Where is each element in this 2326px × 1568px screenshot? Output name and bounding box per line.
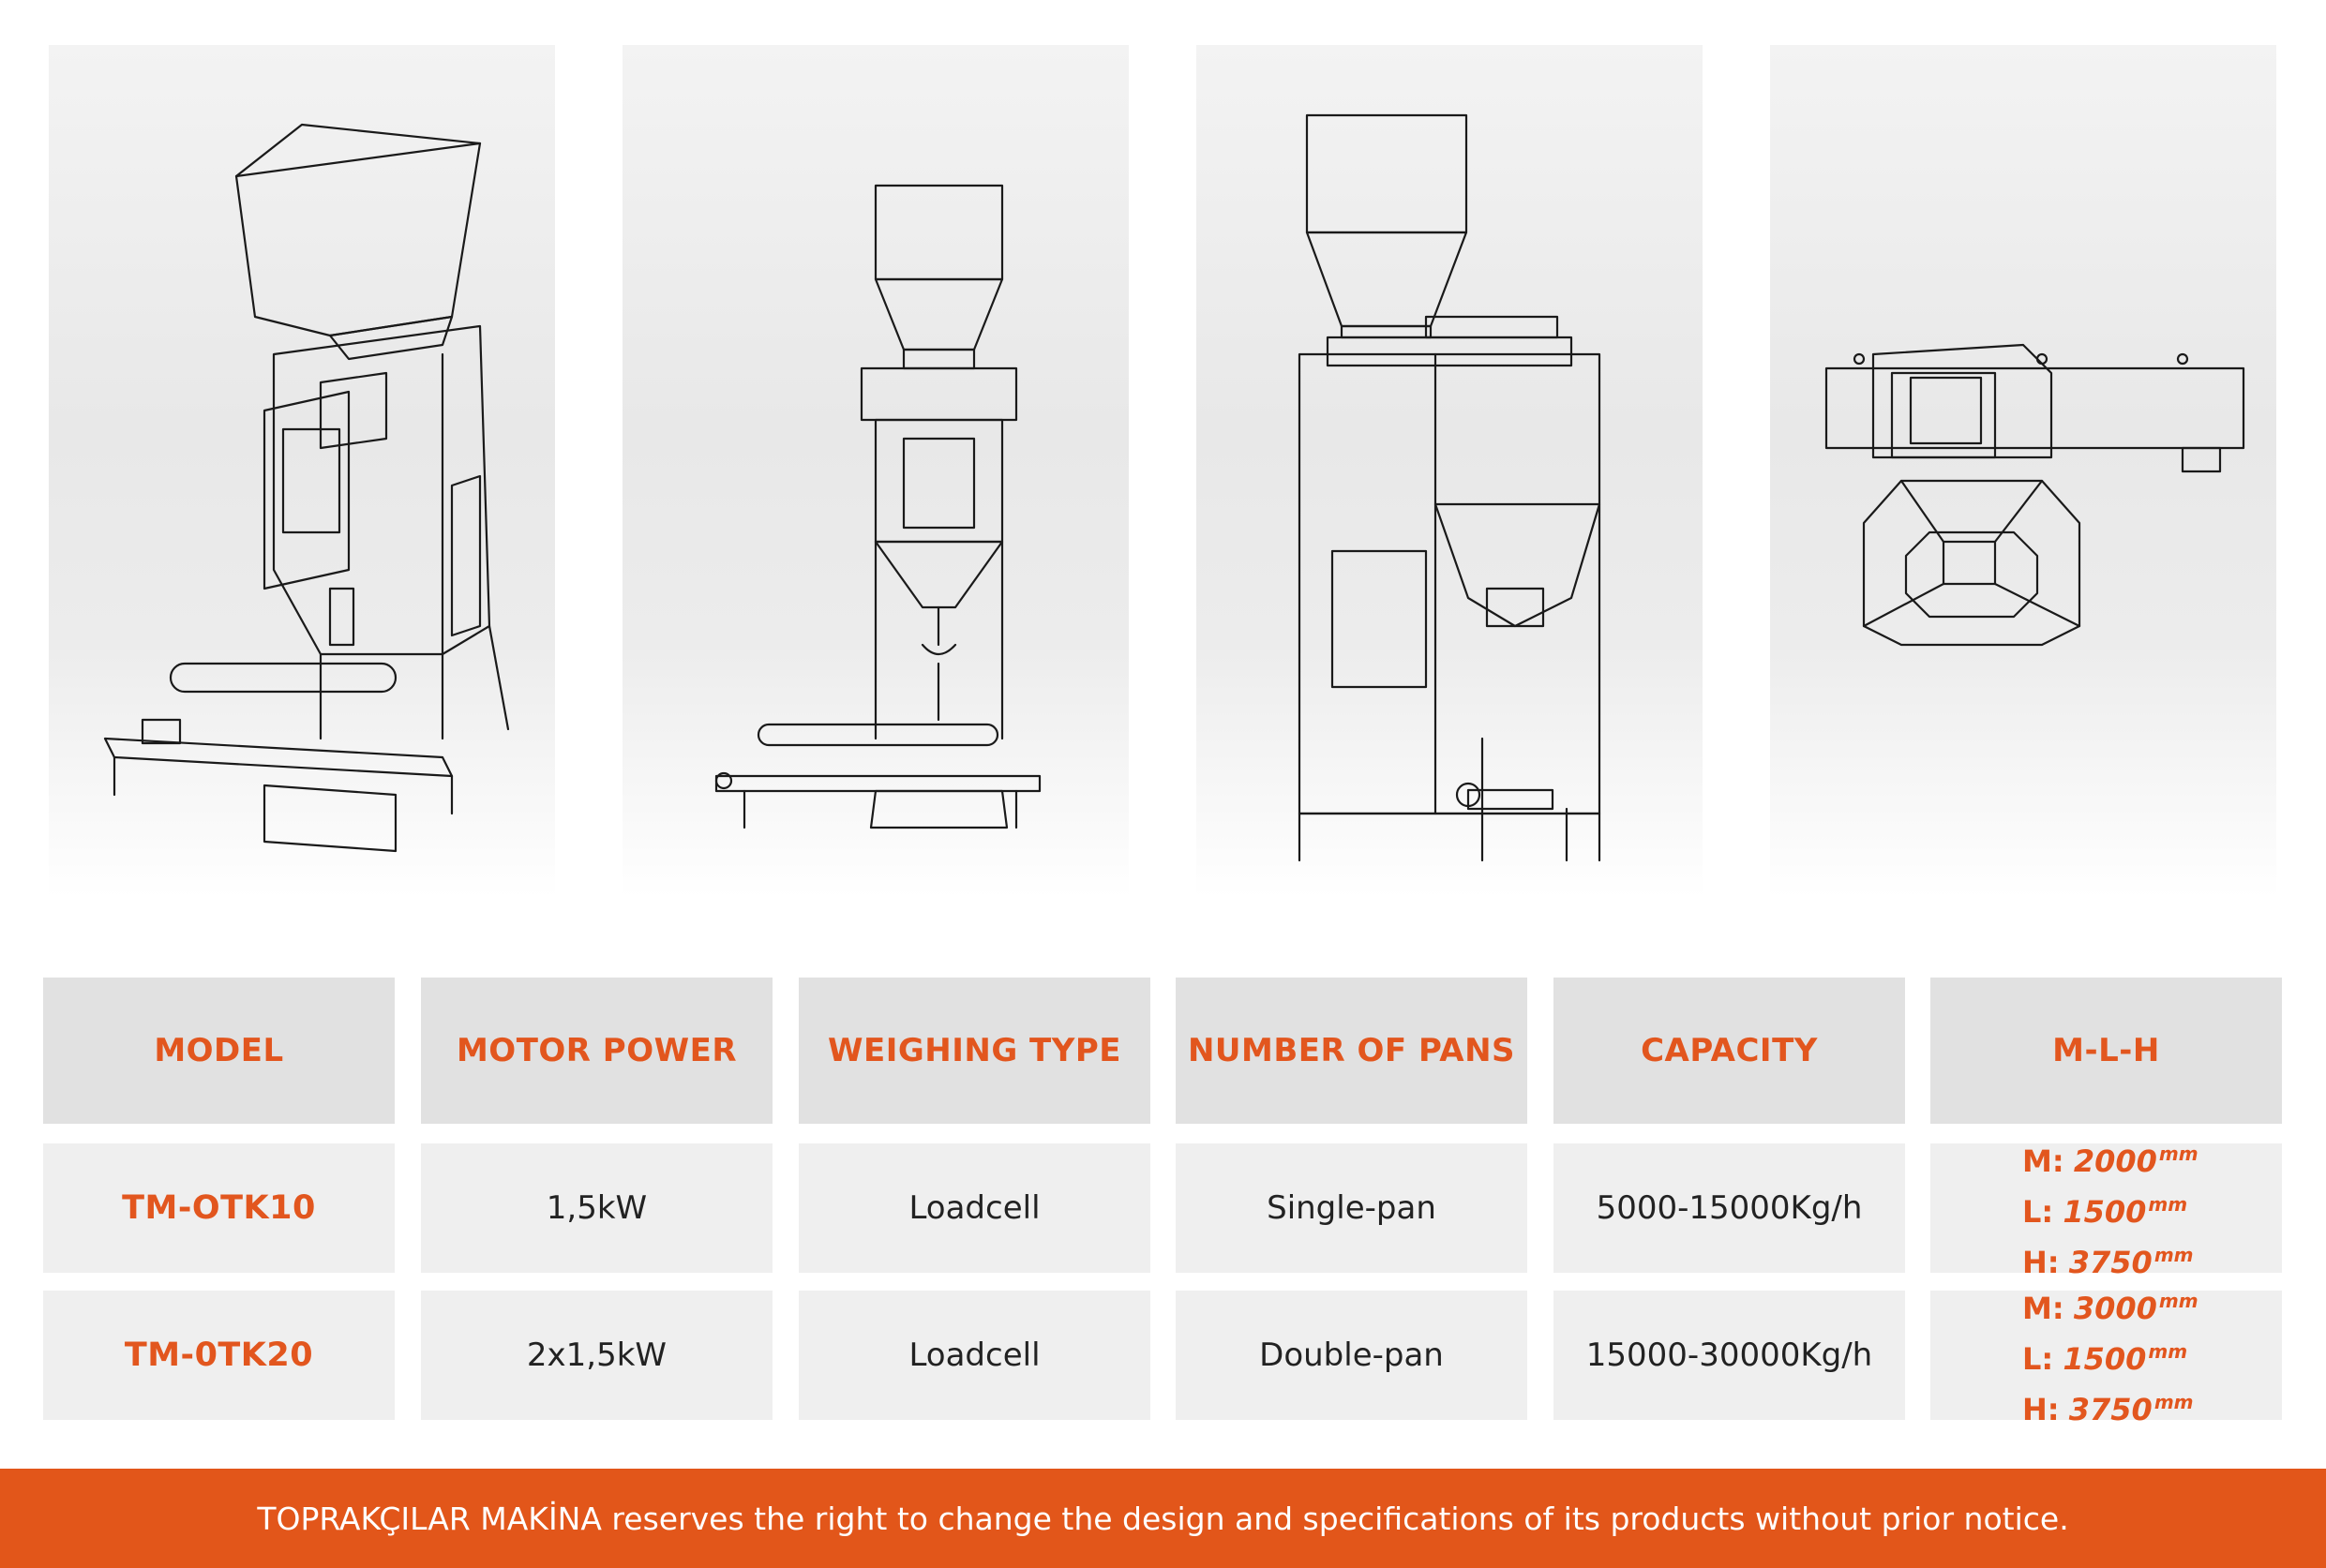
row1-weighing-type: Loadcell [799, 1143, 1150, 1273]
dim-value: 2000 [2073, 1143, 2157, 1179]
header-model: MODEL [43, 978, 395, 1124]
row2-motor-power: 2x1,5kW [421, 1291, 773, 1420]
machine-top-view [1770, 45, 2276, 898]
header-capacity: CAPACITY [1553, 978, 1905, 1124]
machine-front-view [623, 45, 1129, 898]
dim-key: M: [2022, 1143, 2064, 1179]
dim-unit: mm [2158, 1290, 2198, 1312]
dim-value: 3000 [2073, 1291, 2157, 1326]
header-weighing-type: WEIGHING TYPE [799, 978, 1150, 1124]
row2-capacity: 15000-30000Kg/h [1553, 1291, 1905, 1420]
machine-top-drawing [1824, 343, 2245, 647]
dim-key: L: [2022, 1194, 2054, 1230]
footer-notice-bar: TOPRAKÇILAR MAKİNA reserves the right to… [0, 1469, 2326, 1568]
dim-key: H: [2022, 1245, 2060, 1280]
footer-notice-text: TOPRAKÇILAR MAKİNA reserves the right to… [257, 1500, 2069, 1537]
dim-value: 3750 [2068, 1245, 2153, 1280]
machine-front-drawing [714, 184, 1042, 829]
dim-key: L: [2022, 1341, 2054, 1377]
dim-unit: mm [2153, 1391, 2194, 1413]
row1-capacity: 5000-15000Kg/h [1553, 1143, 1905, 1273]
dim-value: 1500 [2063, 1194, 2147, 1230]
machine-isometric-view [49, 45, 555, 898]
row1-motor-power: 1,5kW [421, 1143, 773, 1273]
row2-weighing-type: Loadcell [799, 1291, 1150, 1420]
dim-unit: mm [2158, 1142, 2198, 1165]
dim-key: M: [2022, 1291, 2064, 1326]
row2-model: TM-0TK20 [43, 1291, 395, 1420]
row1-model: TM-OTK10 [43, 1143, 395, 1273]
machine-side-view [1196, 45, 1703, 898]
header-mlh: M-L-H [1930, 978, 2282, 1124]
header-motor-power: MOTOR POWER [421, 978, 773, 1124]
dim-unit: mm [2153, 1244, 2194, 1266]
machine-side-drawing [1298, 113, 1601, 862]
dim-value: 3750 [2068, 1392, 2153, 1427]
dim-value: 1500 [2063, 1341, 2147, 1377]
header-number-of-pans: NUMBER OF PANS [1176, 978, 1527, 1124]
dim-unit: mm [2148, 1340, 2188, 1363]
row1-pans: Single-pan [1176, 1143, 1527, 1273]
dim-key: H: [2022, 1392, 2060, 1427]
row2-pans: Double-pan [1176, 1291, 1527, 1420]
dim-unit: mm [2148, 1193, 2188, 1216]
machine-isometric-drawing [103, 123, 510, 853]
